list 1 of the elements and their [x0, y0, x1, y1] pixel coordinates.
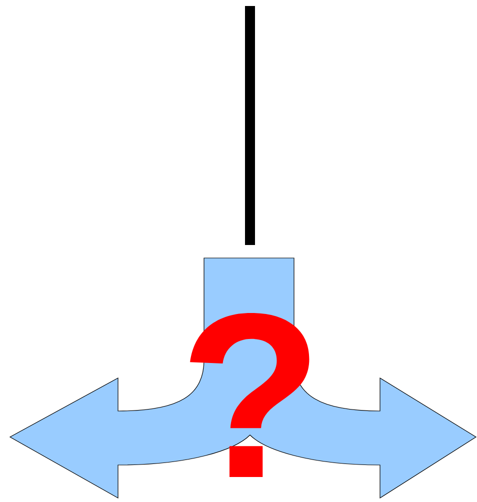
question-mark: ?: [190, 312, 310, 478]
